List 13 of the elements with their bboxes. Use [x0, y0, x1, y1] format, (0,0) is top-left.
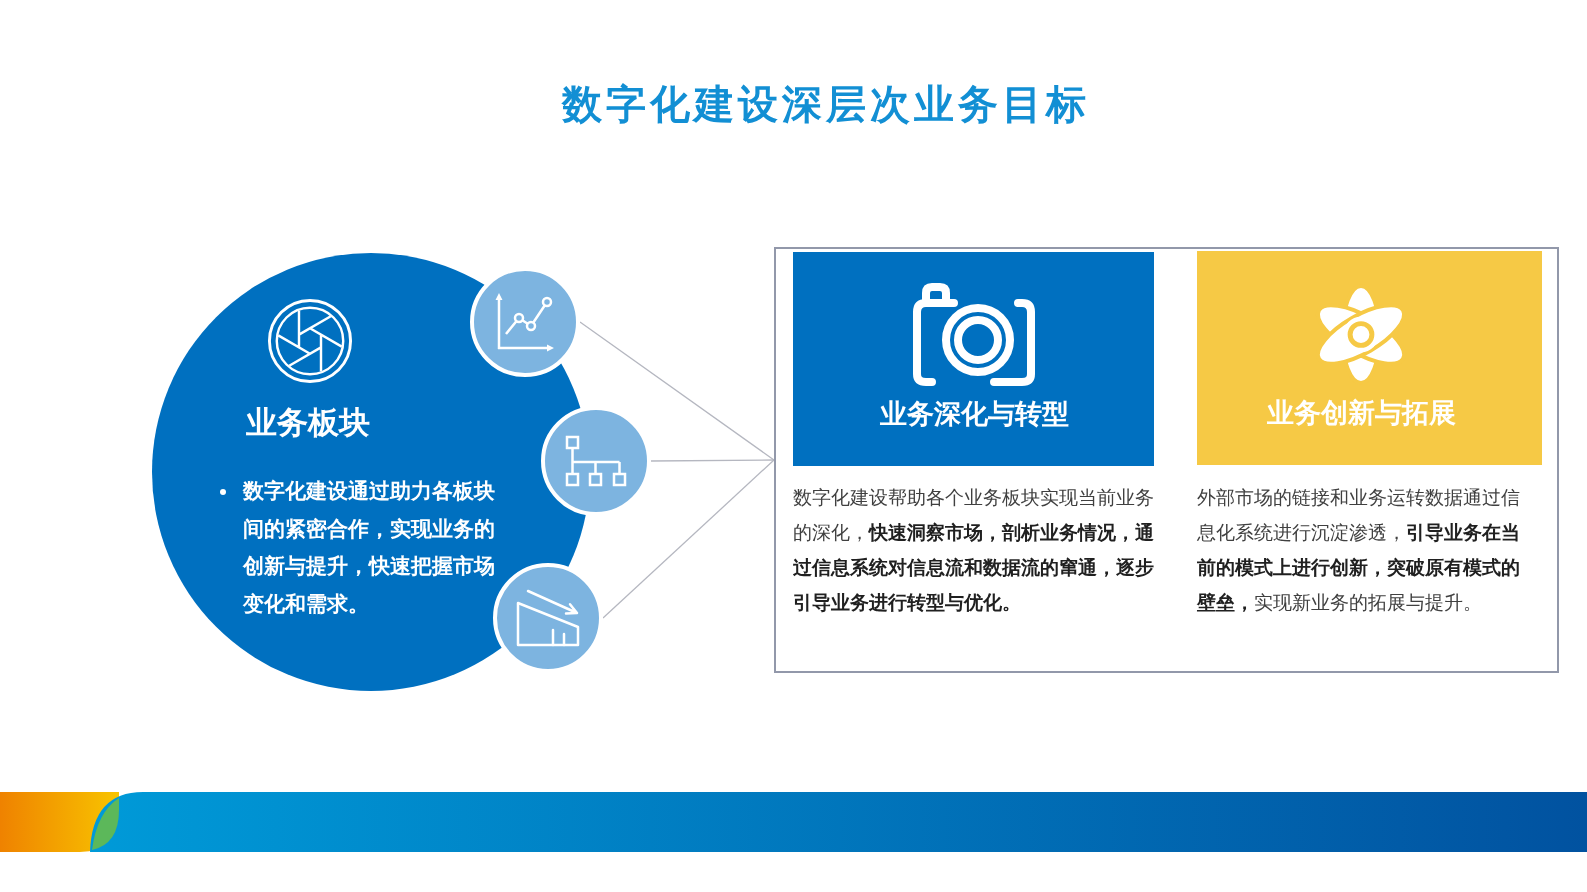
connector-line [650, 459, 775, 462]
tile-heading: 业务创新与拓展 [1266, 396, 1456, 430]
description-text: 数字化建设帮助各个业务板块实现当前业务的深化，快速洞察市场，剖析业务情况，通过信息系统对信息流和数据流的窜通，逐步引导业务进行转型与优化。 [793, 485, 1155, 615]
bullet-text: 数字化建设通过助力各板块间的紧密合作，实现业务的创新与提升，快速把握市场变化和需求。 [243, 478, 496, 618]
connector-line [602, 459, 775, 619]
circle-heading: 业务板块 [246, 403, 370, 442]
page-title: 数字化建设深层次业务目标 [562, 80, 1090, 128]
description-text: 外部市场的链接和业务运转数据通过信息化系统进行沉淀渗透，引导业务在当前的模式上进行创新，突破原有模式的壁垒，实现新业务的拓展与提升。 [1197, 485, 1521, 615]
feature-tile [1197, 251, 1542, 465]
outlined-panel [774, 247, 1559, 673]
tile-heading: 业务深化与转型 [879, 397, 1069, 431]
feature-tile [793, 252, 1154, 466]
connector-line [579, 321, 775, 461]
